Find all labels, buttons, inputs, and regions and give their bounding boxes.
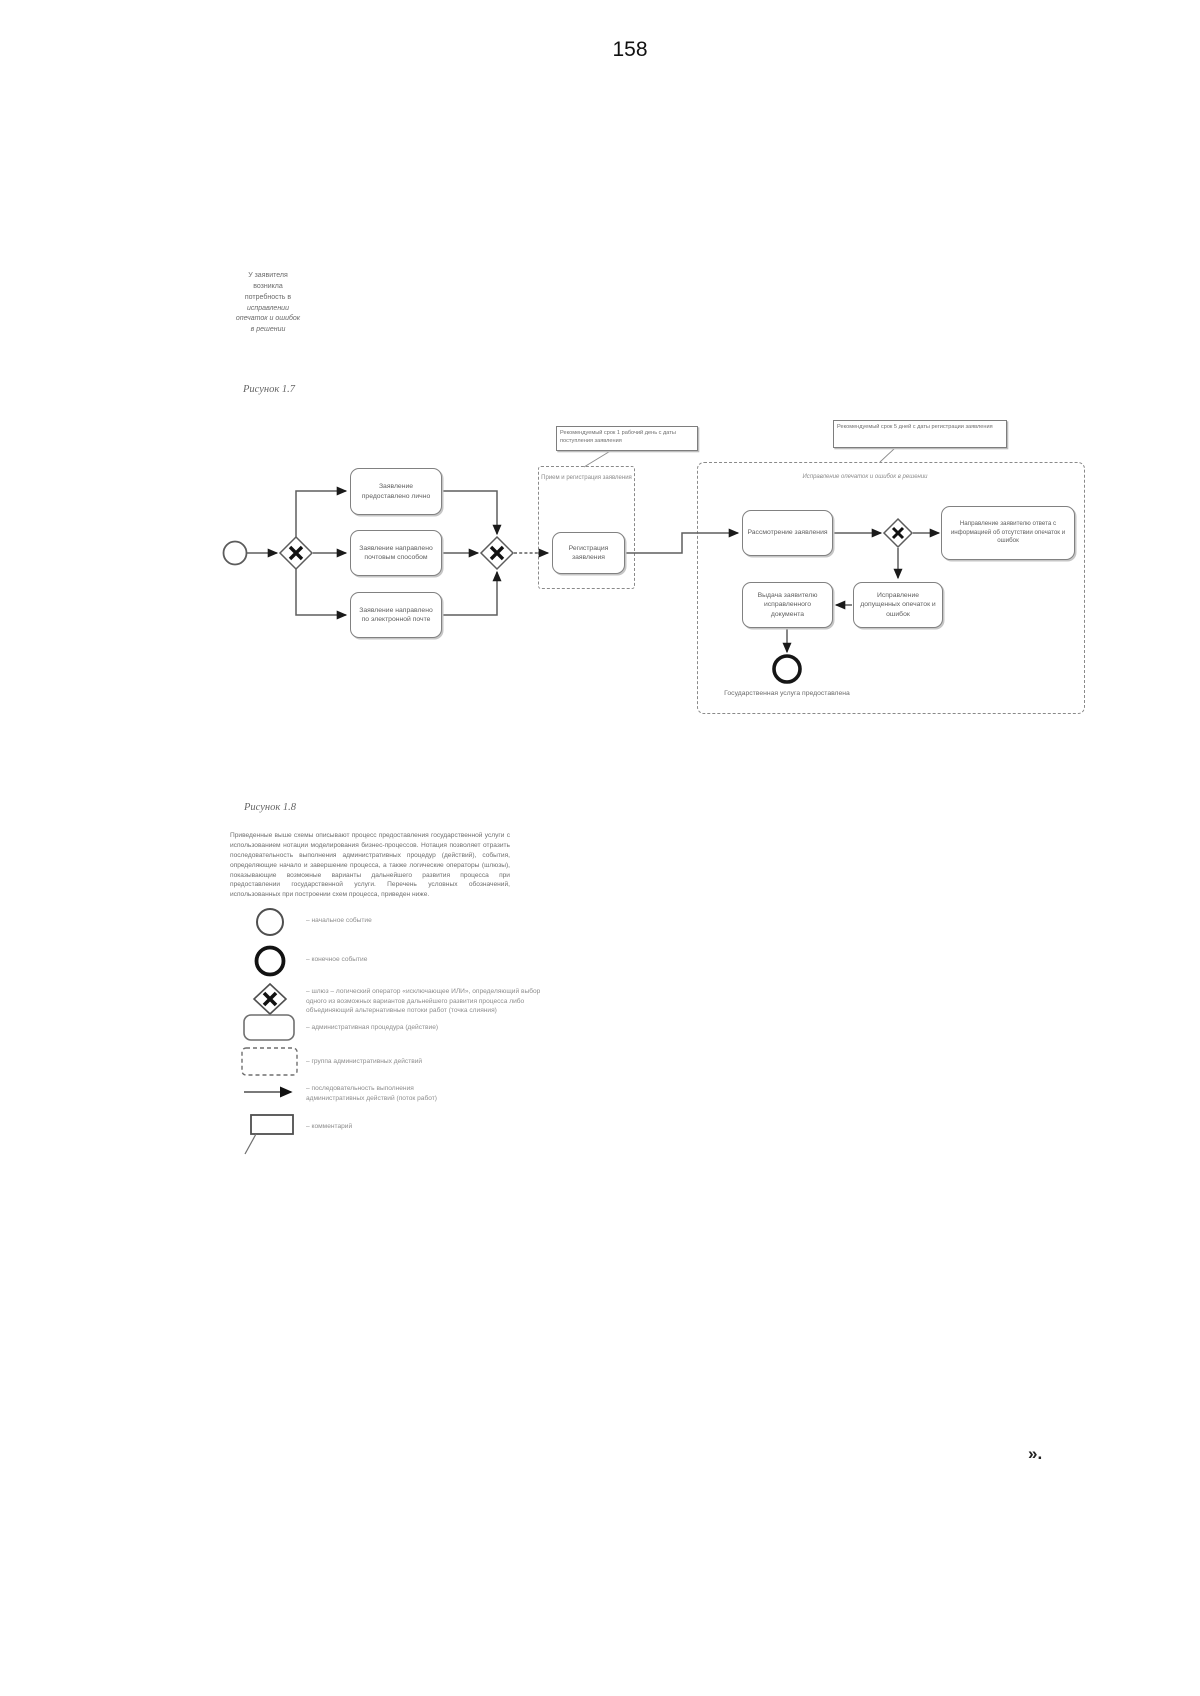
figure17-caption: Рисунок 1.7: [243, 384, 296, 395]
task-registration: Регистрация заявления: [552, 532, 625, 574]
task-application-by-email: Заявление направлено по электронной почт…: [350, 592, 442, 638]
merge-gateway-icon: [479, 535, 515, 571]
legend-label: – последовательность выполнения админист…: [306, 1085, 437, 1102]
annotation-reception: Рекомендуемый срок 1 рабочий день с даты…: [556, 426, 698, 451]
note-line: опечаток и ошибок: [235, 315, 301, 323]
legend-row-sequence-flow: – последовательность выполнения админист…: [234, 1081, 594, 1103]
task-application-in-person: Заявление предоставлено лично: [350, 468, 442, 515]
figure18-caption: Рисунок 1.8: [244, 802, 297, 813]
annotation-correction: Рекомендуемый срок 5 дней с даты регистр…: [833, 420, 1007, 448]
exclusive-gateway-icon: [234, 982, 306, 1016]
legend-row-gateway: – шлюз – логический оператор «исключающе…: [234, 982, 564, 1016]
closing-quote-mark: ».: [1028, 1444, 1043, 1463]
group-correction-label: Исправление опечаток и ошибок в решении: [802, 474, 928, 480]
group-correction: [697, 462, 1085, 714]
task-reply-no-errors: Направление заявителю ответа с информаци…: [941, 506, 1075, 560]
task-icon: [234, 1013, 306, 1043]
legend-label: – комментарий: [306, 1123, 353, 1130]
legend-label: – шлюз – логический оператор «исключающе…: [306, 988, 541, 1015]
task-review: Рассмотрение заявления: [742, 510, 833, 556]
page-number: 158: [612, 38, 648, 61]
legend-row-end-event: – конечное событие: [234, 943, 564, 979]
legend-row-start-event: – начальное событие: [234, 905, 564, 939]
group-icon: [234, 1046, 306, 1078]
end-event-label: Государственная услуга предоставлена: [724, 690, 850, 697]
legend-row-task: – административная процедура (действие): [234, 1013, 564, 1043]
legend-label: – административная процедура (действие): [306, 1024, 439, 1031]
comment-icon: [234, 1112, 306, 1158]
note-line: в решении: [250, 326, 286, 334]
group-reception-label: Прием и регистрация заявления: [541, 475, 632, 481]
legend-label: – конечное событие: [306, 956, 368, 963]
legend-row-comment: – комментарий: [234, 1112, 564, 1158]
note-line: потребность в: [244, 293, 292, 301]
end-event-icon: [234, 943, 306, 979]
legend-label: – начальное событие: [306, 917, 372, 924]
legend-row-group: – группа административных действий: [234, 1046, 564, 1078]
figure18-paragraph: Приведенные выше схемы описывают процесс…: [230, 832, 510, 899]
sequence-flow-icon: [234, 1081, 306, 1099]
figure17-start-note: У заявителя возникла потребность в испра…: [212, 271, 324, 336]
start-event-icon: [222, 540, 248, 566]
task-issue-document: Выдача заявителю исправленного документа: [742, 582, 833, 628]
task-fix-errors: Исправление допущенных опечаток и ошибок: [853, 582, 943, 628]
start-event-icon: [234, 905, 306, 939]
legend-label: – группа административных действий: [306, 1058, 423, 1065]
note-line: возникла: [253, 282, 283, 290]
split-gateway-icon: [278, 535, 314, 571]
task-application-by-mail: Заявление направлено почтовым способом: [350, 530, 442, 576]
note-line: У заявителя: [248, 272, 288, 279]
note-line: исправлении: [247, 304, 289, 312]
